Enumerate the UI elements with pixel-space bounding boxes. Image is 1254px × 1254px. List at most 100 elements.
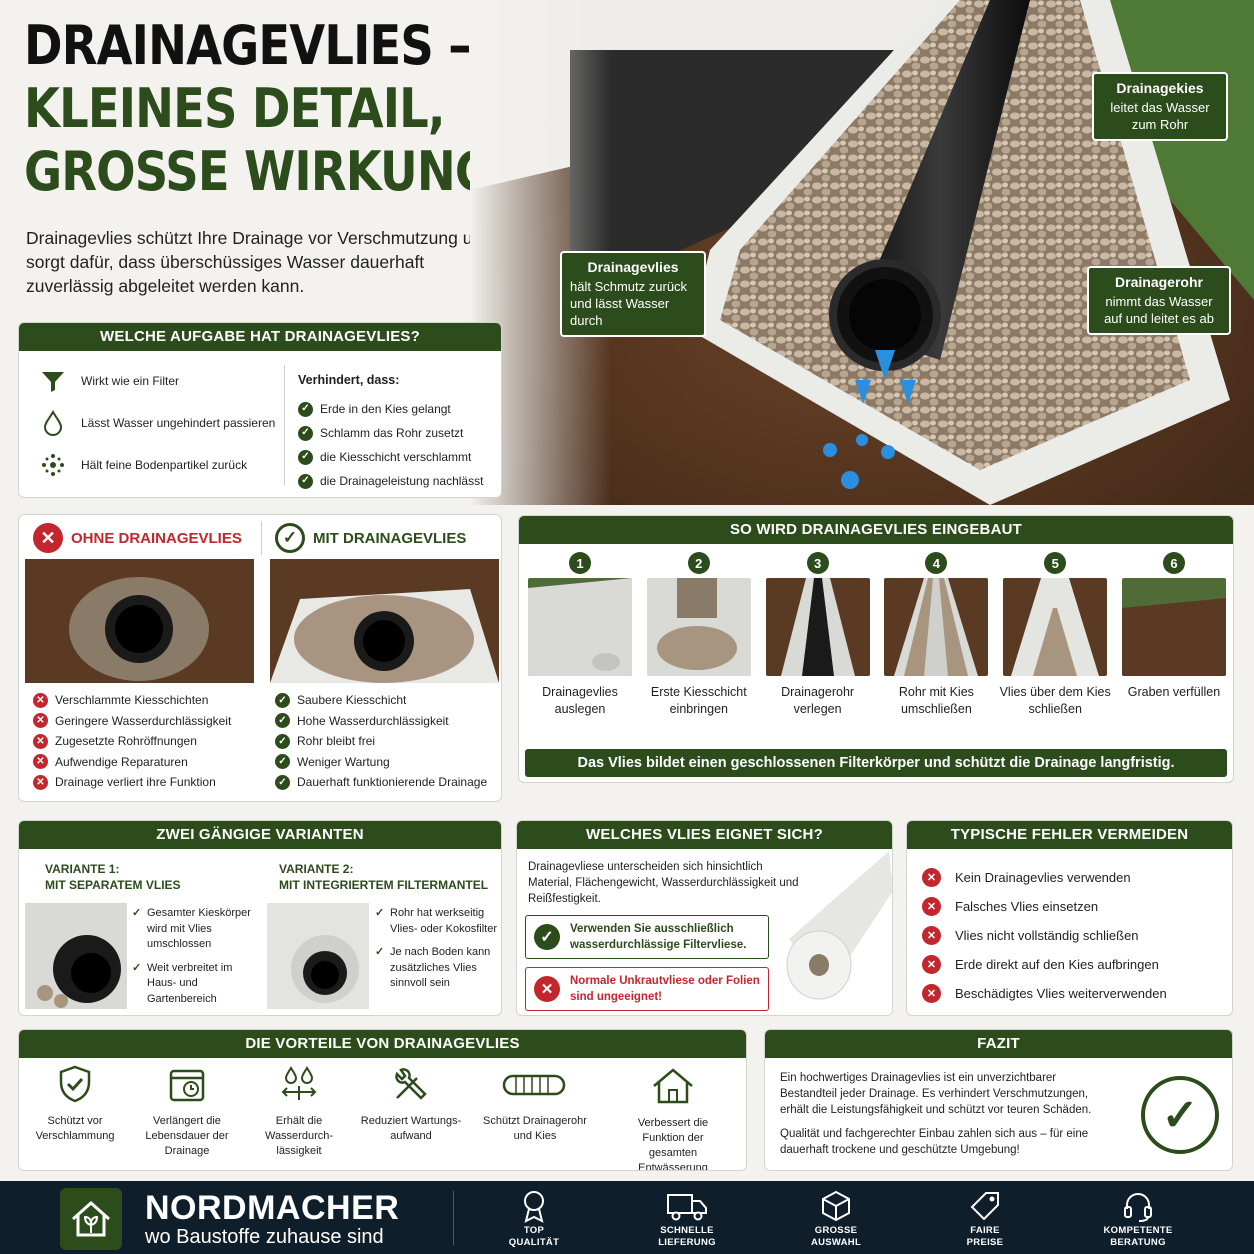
- ohne-item: ✕Geringere Wasserdurchlässigkeit: [33, 711, 231, 732]
- feature-line-2: PREISE: [966, 1237, 1004, 1248]
- aufgabe-item-wasser: Lässt Wasser ungehindert passieren: [39, 409, 289, 437]
- check-icon: ✓: [298, 425, 313, 441]
- fehler-list: ✕Kein Drainagevlies verwenden ✕Falsches …: [922, 863, 1167, 1008]
- x-icon: ✕: [33, 713, 48, 729]
- step-number: 6: [1162, 552, 1185, 574]
- einbau-banner: Das Vlies bildet einen geschlossenen Fil…: [525, 749, 1227, 777]
- step-image-vlies: [528, 578, 632, 676]
- variante-2-heading: VARIANTE 2: MIT INTEGRIERTEM FILTERMANTE…: [279, 861, 488, 893]
- eignung-card: WELCHES VLIES EIGNET SICH? Drainagevlies…: [516, 820, 893, 1016]
- step-4: 4 Rohr mit Kies umschließen: [879, 552, 993, 718]
- headset-icon: [1124, 1193, 1152, 1222]
- step-label: Erste Kiesschicht einbringen: [650, 685, 747, 716]
- vorteil-label: Verlängert die Lebensdauer der Drainage: [145, 1115, 229, 1157]
- x-icon: ✕: [33, 692, 48, 708]
- headline-line-1: DRAINAGEVLIES –: [24, 14, 472, 77]
- x-circle-icon: ✕: [534, 976, 560, 1002]
- headline-line-2: KLEINES DETAIL,: [24, 77, 446, 140]
- vorteil-verschlammung: Schützt vor Verschlammung: [21, 1064, 129, 1144]
- vorteil-wartung: Reduziert Wartungs-aufwand: [357, 1064, 465, 1144]
- x-circle-icon: ✕: [922, 868, 941, 887]
- vorteil-rohr: Schützt Drainagerohr und Kies: [481, 1064, 589, 1144]
- check-circle-icon: ✓: [1141, 1076, 1219, 1154]
- variante-2-image: [267, 903, 369, 1009]
- eignung-title: WELCHES VLIES EIGNET SICH?: [517, 821, 892, 849]
- ohne-item: ✕Zugesetzte Rohröffnungen: [33, 731, 231, 752]
- fehler-item: ✕Vlies nicht vollständig schließen: [922, 921, 1167, 950]
- check-icon: ✓: [298, 473, 313, 489]
- check-icon: ✓: [298, 449, 313, 465]
- brand-name: NORDMACHER: [145, 1189, 400, 1227]
- footer-divider: [453, 1191, 454, 1245]
- ohne-vlies-image: [25, 559, 254, 683]
- callout-drainagevlies: Drainagevlies hält Schmutz zurück und lä…: [560, 251, 706, 337]
- eignung-good-box: ✓ Verwenden Sie ausschließlich wasserdur…: [525, 915, 769, 959]
- mit-item: ✓Hohe Wasserdurchlässigkeit: [275, 711, 487, 732]
- verhindert-item: ✓die Drainageleistung nachlässt: [298, 469, 498, 493]
- x-circle-icon: ✕: [922, 955, 941, 974]
- check-icon: ✓: [275, 713, 290, 729]
- variante-1-image: [25, 903, 127, 1009]
- variante-2-title: MIT INTEGRIERTEM FILTERMANTEL: [279, 878, 489, 892]
- einbau-title: SO WIRD DRAINAGEVLIES EINGEBAUT: [519, 516, 1233, 544]
- step-number: 4: [925, 552, 948, 574]
- einbau-steps: 1 Drainagevlies auslegen 2 Erste Kiessch…: [523, 552, 1231, 718]
- award-icon: [524, 1191, 544, 1223]
- callout-rohr-text: nimmt das Wasser auf und leitet es ab: [1104, 294, 1214, 326]
- step-label: Rohr mit Kies umschließen: [898, 685, 974, 716]
- mit-header: ✓ MIT DRAINAGEVLIES: [275, 523, 466, 553]
- variante-1-title: MIT SEPARATEM VLIES: [45, 878, 181, 892]
- step-image-umschliessen: [884, 578, 989, 676]
- aufgabe-left-0: Wirkt wie ein Filter: [81, 374, 180, 388]
- mit-title: MIT DRAINAGEVLIES: [313, 529, 467, 547]
- box-icon: [822, 1190, 850, 1222]
- step-6: 6 Graben verfüllen: [1117, 552, 1231, 718]
- calendar-clock-icon: [169, 1069, 205, 1102]
- aufgabe-divider: [284, 365, 285, 485]
- x-circle-icon: ✕: [922, 897, 941, 916]
- mit-item: ✓Rohr bleibt frei: [275, 731, 487, 752]
- step-2: 2 Erste Kiesschicht einbringen: [642, 552, 756, 718]
- step-number: 1: [569, 552, 591, 574]
- variante-2-point: ✓Rohr hat werkseitig Vlies- oder Kokosfi…: [375, 907, 497, 935]
- brand-logo: [60, 1188, 122, 1250]
- feature-line-1: SCHNELLE: [660, 1225, 714, 1236]
- house-leaf-icon: [72, 1200, 110, 1237]
- mit-vlies-image: [270, 559, 499, 683]
- ohne-item: ✕Verschlammte Kiesschichten: [33, 690, 231, 711]
- vorteil-lebensdauer: Verlängert die Lebensdauer der Drainage: [133, 1064, 241, 1159]
- vorteil-label: Schützt vor Verschlammung: [35, 1115, 115, 1142]
- variante-1-points: ✓Gesamter Kieskörper wird mit Vlies umsc…: [132, 906, 254, 1007]
- mit-item: ✓Dauerhaft funktionierende Drainage: [275, 772, 487, 793]
- step-3: 3 Drainagerohr verlegen: [761, 552, 875, 718]
- aufgabe-card: WELCHE AUFGABE HAT DRAINAGEVLIES? Wirkt …: [18, 322, 502, 498]
- shield-check-icon: [59, 1065, 91, 1103]
- check-icon: ✓: [375, 946, 385, 958]
- callout-drainagekies: Drainagekies leitet das Wasser zum Rohr: [1092, 72, 1228, 141]
- check-icon: ✓: [132, 907, 142, 919]
- feature-line-1: GROSSE: [814, 1225, 858, 1236]
- callout-drainagerohr: Drainagerohr nimmt das Wasser auf und le…: [1087, 266, 1231, 335]
- feature-line-1: KOMPETENTE: [1103, 1225, 1173, 1236]
- house-icon: [653, 1068, 693, 1104]
- vorteil-label: Verbessert die Funktion der gesamten Ent…: [637, 1117, 709, 1171]
- variante-2-points: ✓Rohr hat werkseitig Vlies- oder Kokosfi…: [375, 906, 497, 992]
- x-icon: ✕: [33, 774, 48, 790]
- callout-vlies-text: hält Schmutz zurück und lässt Wasser dur…: [570, 279, 688, 328]
- step-image-kies: [646, 578, 751, 676]
- step-label: Drainagerohr verlegen: [781, 685, 855, 716]
- vorteil-durchlaessigkeit: Erhält die Wasserdurch-lässigkeit: [245, 1064, 353, 1159]
- step-image-schliessen: [1003, 578, 1108, 676]
- vorteil-label: Reduziert Wartungs-aufwand: [360, 1115, 462, 1142]
- vorteil-entwaesserung: Verbessert die Funktion der gesamten Ent…: [619, 1066, 727, 1171]
- variante-1-point: ✓Weit verbreitet im Haus- und Gartenbere…: [132, 961, 233, 1005]
- vorteil-label: Schützt Drainagerohr und Kies: [483, 1115, 587, 1142]
- mit-item: ✓Saubere Kiesschicht: [275, 690, 487, 711]
- fehler-item: ✕Beschädigtes Vlies weiterverwenden: [922, 979, 1167, 1008]
- feature-line-2: LIEFERUNG: [658, 1237, 716, 1248]
- tools-icon: [395, 1068, 427, 1100]
- callout-vlies-title: Drainagevlies: [587, 259, 679, 275]
- fazit-title: FAZIT: [765, 1030, 1232, 1058]
